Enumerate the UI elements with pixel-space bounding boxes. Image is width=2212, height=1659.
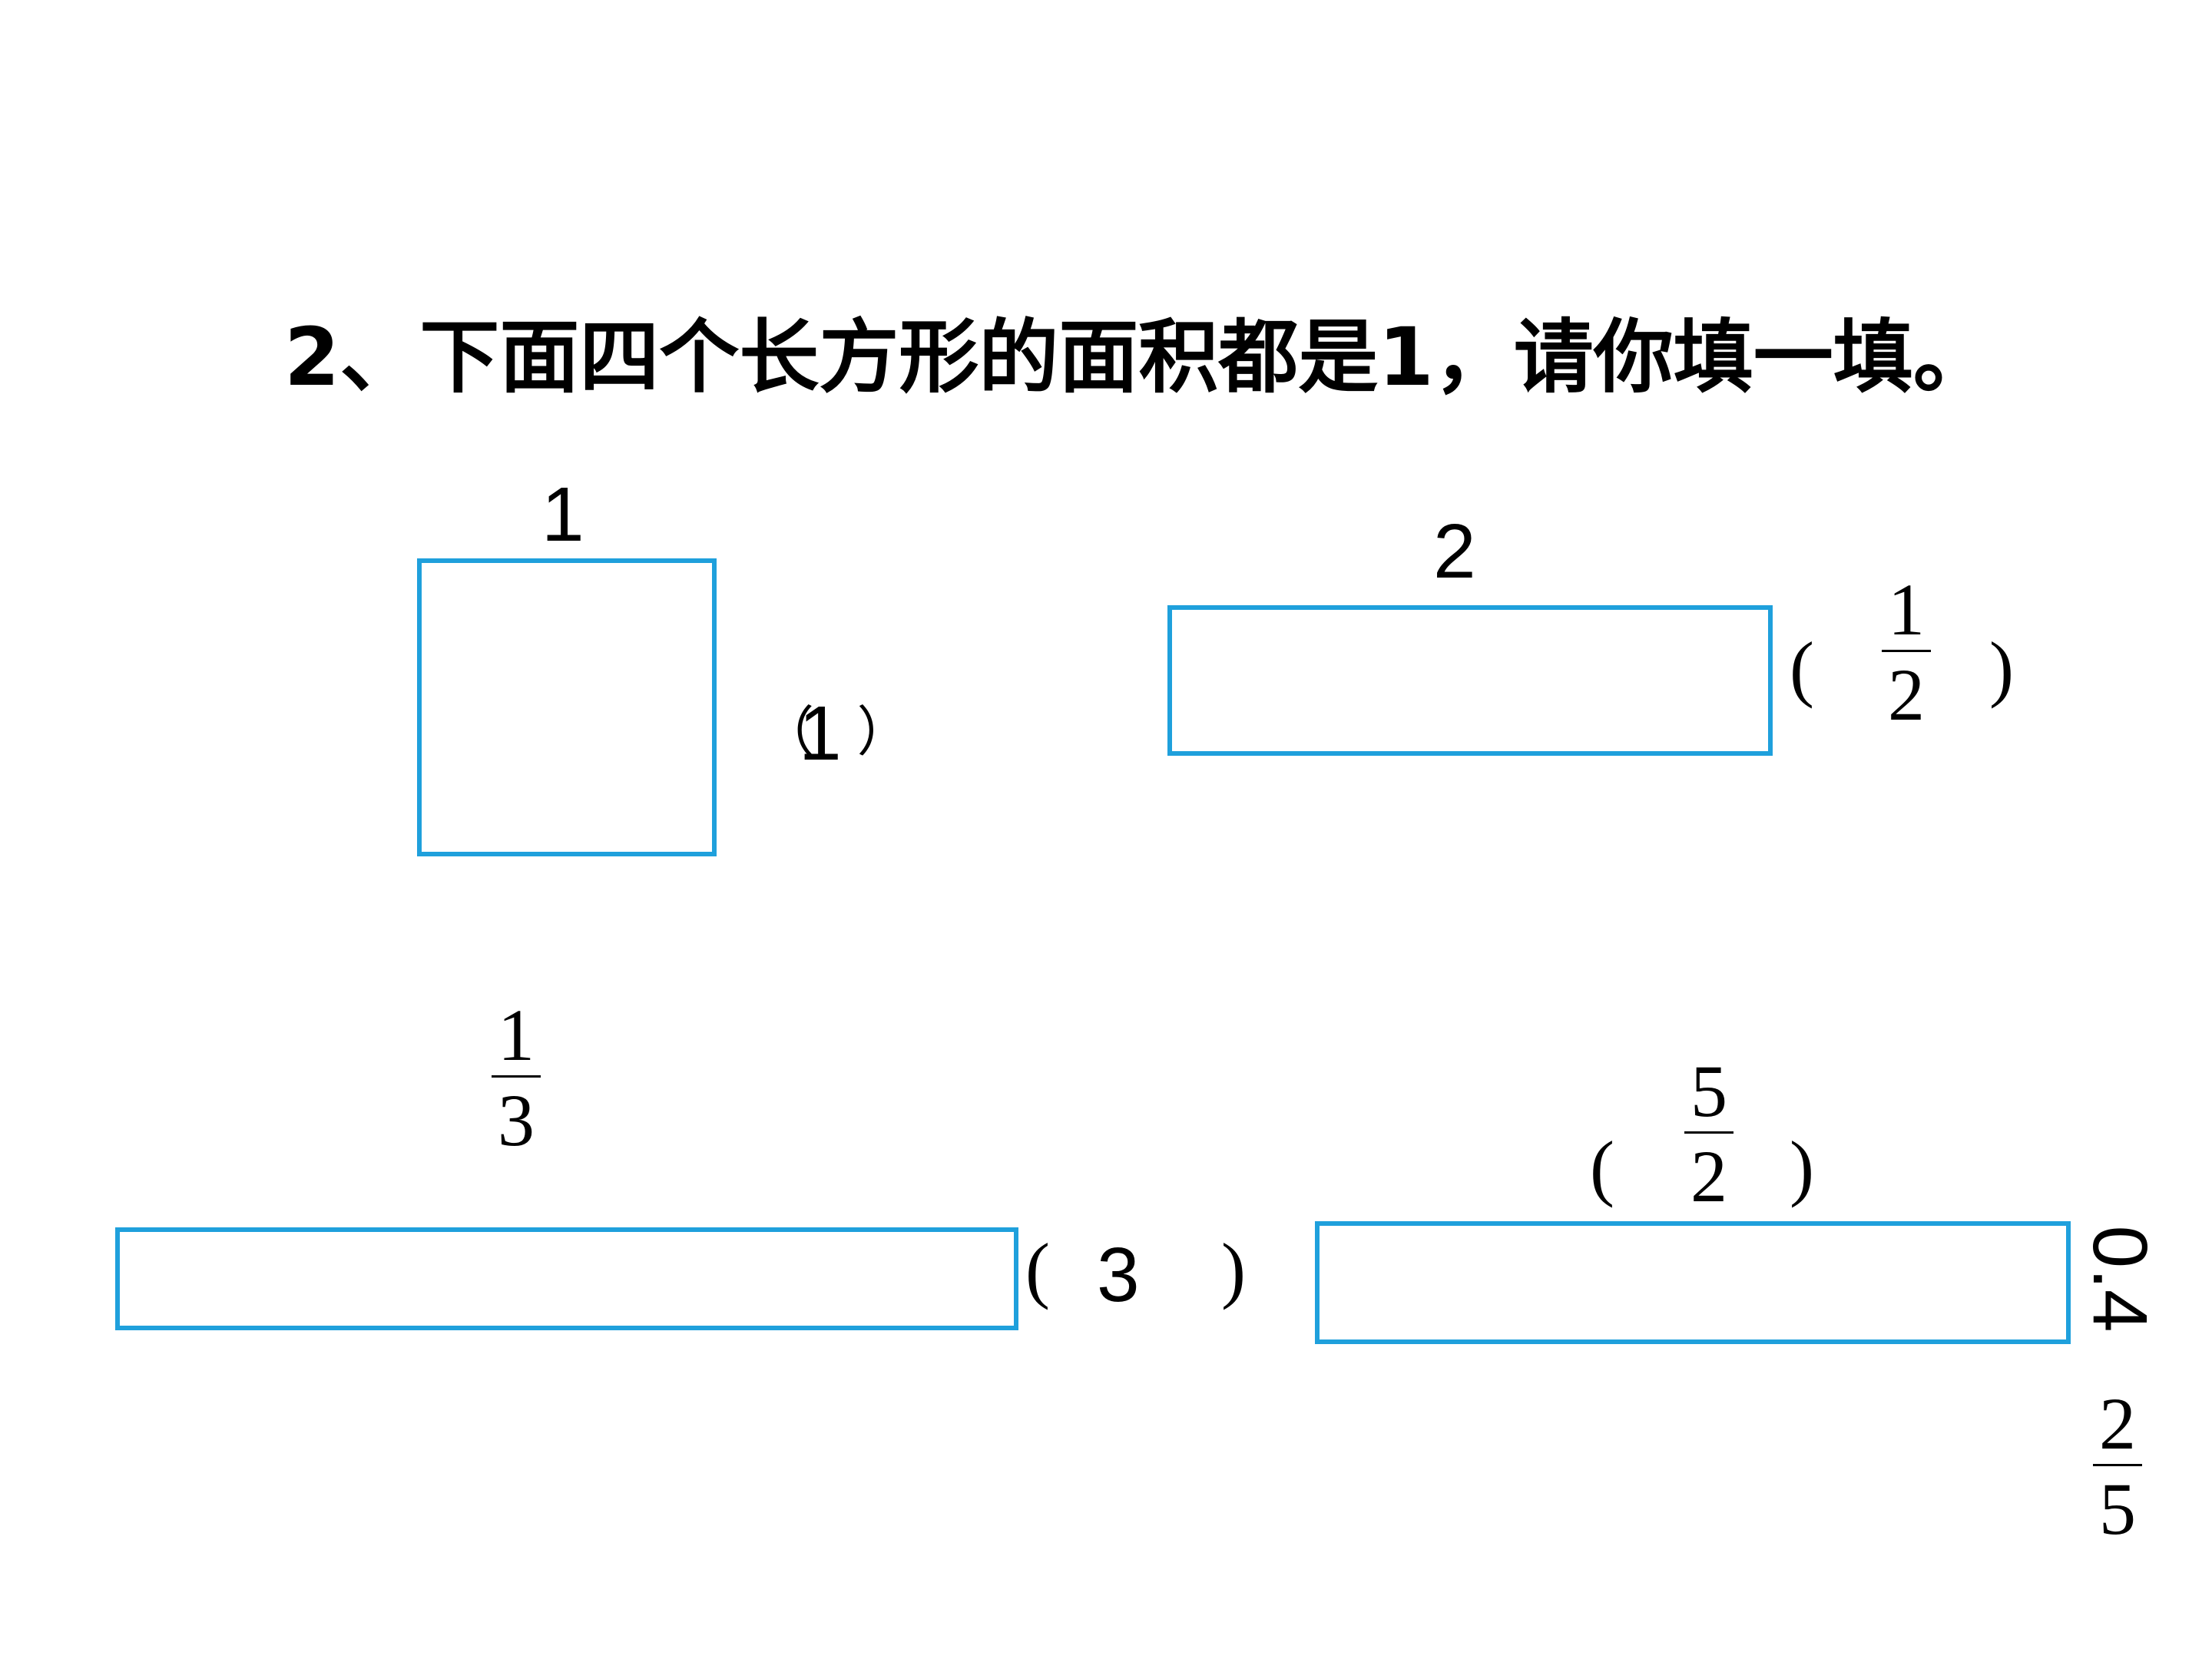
rect4-side-denominator: 5 [2099, 1468, 2136, 1550]
rect4-side-label-rotated: 0.4 [2077, 1225, 2163, 1333]
rect3-open-paren: ( [1025, 1228, 1050, 1310]
rect4-top-answer-numerator: 5 [1690, 1050, 1727, 1132]
rect4-side-numerator: 2 [2099, 1382, 2136, 1465]
question-title: 2、下面四个长方形的面积都是1，请你填一填。 [284, 310, 1993, 404]
rect2-rectangle [1167, 605, 1773, 756]
rect4-open-paren: ( [1590, 1126, 1614, 1208]
rect4-rectangle [1315, 1221, 2071, 1344]
rect3-close-paren: ) [1221, 1228, 1246, 1310]
rect2-open-paren: ( [1790, 627, 1814, 709]
rect3-width-denominator: 3 [498, 1079, 535, 1161]
rect3-rectangle [115, 1227, 1018, 1330]
rect1-answer-group: （ 1 ） [760, 695, 911, 772]
fraction-bar [1684, 1131, 1734, 1134]
rect2-close-paren: ) [1989, 627, 2014, 709]
rect1-width-label: 1 [541, 472, 584, 558]
rect4-side-fraction: 2 5 [2093, 1382, 2142, 1550]
rect2-answer-denominator: 2 [1888, 654, 1925, 736]
rect3-width-numerator: 1 [498, 994, 535, 1076]
rect1-square [417, 558, 717, 856]
rect2-answer-numerator: 1 [1888, 568, 1925, 651]
rect1-answer: 1 [799, 690, 842, 777]
rect2-width-label: 2 [1433, 508, 1476, 594]
rect3-width-fraction: 1 3 [492, 994, 541, 1161]
rect4-top-answer-fraction: 5 2 [1684, 1050, 1734, 1217]
fraction-bar [1882, 650, 1931, 652]
rect4-top-answer-denominator: 2 [1690, 1135, 1727, 1217]
rect3-answer: 3 [1097, 1232, 1140, 1318]
fraction-bar [2093, 1464, 2142, 1466]
rect1-close-paren: ） [856, 704, 911, 763]
fraction-bar [492, 1075, 541, 1078]
rect2-answer-fraction: 1 2 [1882, 568, 1931, 736]
rect4-close-paren: ) [1790, 1126, 1814, 1208]
rect1-open-paren: （ [760, 704, 814, 763]
